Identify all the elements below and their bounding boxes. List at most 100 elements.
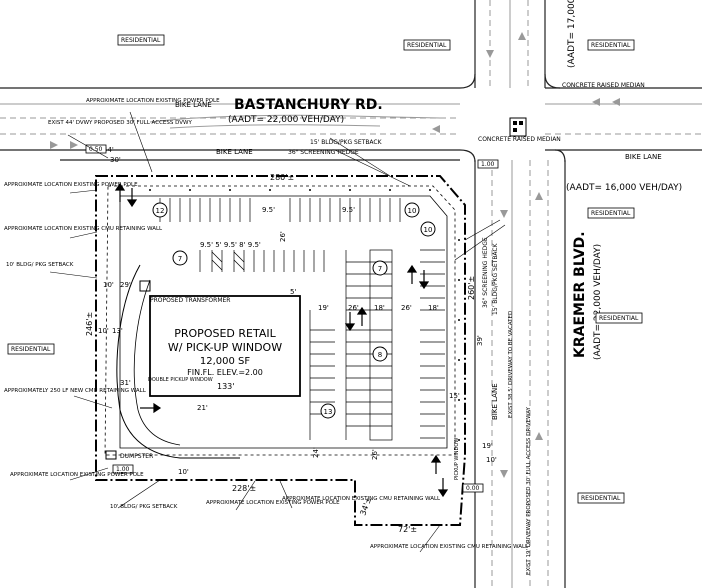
dimensions: 280'± 228'± 246'± 260'± 72'± 34'± 133' 4… [85, 146, 497, 534]
dim: 26' [348, 304, 359, 312]
bike-lane-label: BIKE LANE [175, 101, 212, 109]
site-boundary [95, 175, 466, 526]
svg-text:1.00: 1.00 [116, 466, 130, 473]
bastanchury-road [0, 87, 702, 161]
accessible-stall-stripes [211, 251, 245, 271]
bike-lane-label: BIKE LANE [216, 148, 253, 156]
svg-text:APPROXIMATE LOCATION EXISTING: APPROXIMATE LOCATION EXISTING CMU RETAIN… [4, 226, 163, 232]
dumpster-label: DUMPSTER [120, 453, 153, 460]
intersection-signal [509, 117, 527, 137]
building-label-2: W/ PICK-UP WINDOW [168, 341, 282, 354]
bastanchury-east-aadt: (AADT= 16,000 VEH/DAY) [566, 183, 682, 193]
callout-leaders [49, 111, 506, 553]
dim: 10' [486, 456, 497, 464]
dim: 18' [374, 304, 385, 312]
svg-text:APPROXIMATE LOCATION EXISTING: APPROXIMATE LOCATION EXISTING POWER POLE [206, 500, 340, 506]
callout-labels: APPROXIMATE LOCATION EXISTING POWER POLE… [4, 98, 532, 575]
dim: 39' [476, 335, 484, 346]
svg-text:RESIDENTIAL: RESIDENTIAL [11, 346, 51, 353]
elevation-markers: 0.50 1.00 1.00 0.00 [85, 144, 499, 493]
kraemer-aadt: (AADT= 22,000 VEH/DAY) [593, 244, 603, 360]
svg-text:10' BLDG/ PKG SETBACK: 10' BLDG/ PKG SETBACK [6, 262, 74, 268]
svg-text:36" SCREENING HEDGE: 36" SCREENING HEDGE [482, 237, 489, 308]
pickup-window-label: DOUBLE PICKUP WINDOW [148, 377, 213, 383]
kraemer-blvd-name: KRAEMER BLVD. [572, 231, 588, 358]
svg-text:15' BLDG/PKG SETBACK: 15' BLDG/PKG SETBACK [310, 139, 383, 146]
svg-text:APPROXIMATE LOCATION EXISTING: APPROXIMATE LOCATION EXISTING CMU RETAIN… [282, 496, 441, 502]
svg-text:RESIDENTIAL: RESIDENTIAL [407, 42, 447, 49]
building-label-1: PROPOSED RETAIL [174, 327, 276, 340]
median-label: CONCRETE RAISED MEDIAN [478, 136, 561, 143]
dim: 13' [112, 327, 123, 335]
svg-text:APPROXIMATE LOCATION EXISTING: APPROXIMATE LOCATION EXISTING POWER POLE [10, 472, 144, 478]
stall-count: 10 [408, 207, 417, 215]
transformer-label: PROPOSED TRANSFORMER [150, 297, 230, 304]
dim-left: 246'± [85, 312, 94, 336]
bastanchury-road-name: BASTANCHURY RD. [234, 97, 383, 113]
dim: 10' [103, 281, 114, 289]
dim: 29' [120, 281, 131, 289]
dim: 19' [482, 442, 493, 450]
svg-text:36" SCREENING HEDGE: 36" SCREENING HEDGE [288, 149, 359, 156]
bastanchury-aadt: (AADT= 22,000 VEH/DAY) [228, 115, 344, 125]
dim: 44' [103, 146, 114, 154]
parking-stalls-right [420, 249, 445, 439]
building-label-4: FIN.FL. ELEV.=2.00 [187, 368, 263, 377]
dim: 19' [318, 304, 329, 312]
kraemer-north-aadt: (AADT= 17,000 [567, 0, 577, 68]
median-label: CONCRETE RAISED MEDIAN [562, 82, 645, 89]
svg-text:0.00: 0.00 [466, 485, 480, 492]
dim: 9.5' 5' 9.5' 8' 9.5' [200, 241, 261, 249]
stall-count: 7 [378, 265, 382, 273]
stall-count: 13 [324, 408, 333, 416]
svg-text:EXIST 19' DRIVEWAY PROPOSED 30: EXIST 19' DRIVEWAY PROPOSED 30' FULL ACC… [526, 406, 532, 575]
kraemer-blvd [459, 0, 566, 588]
svg-text:RESIDENTIAL: RESIDENTIAL [591, 210, 631, 217]
svg-text:EXIST 44' DVWY PROPOSED 30' FU: EXIST 44' DVWY PROPOSED 30' FULL ACCESS … [48, 120, 192, 126]
lane-arrows [50, 32, 620, 478]
stall-counts: 12 10 7 10 7 8 13 [152, 202, 436, 419]
dim: 21' [197, 404, 208, 412]
dim: 10' [98, 327, 109, 335]
dim: 18' [428, 304, 439, 312]
svg-text:15' BLDG/PKG SETBACK: 15' BLDG/PKG SETBACK [492, 242, 499, 315]
residential-zones: RESIDENTIAL RESIDENTIAL RESIDENTIAL RESI… [7, 34, 643, 504]
bike-lane-label: BIKE LANE [491, 383, 499, 420]
svg-text:APPROXIMATE LOCATION EXISTING: APPROXIMATE LOCATION EXISTING CMU RETAIN… [370, 544, 529, 550]
svg-text:APPROXIMATELY 250 LF NEW CMU R: APPROXIMATELY 250 LF NEW CMU RETAINING W… [4, 388, 147, 394]
parking-stalls-center [309, 249, 393, 441]
dim: 15' [449, 392, 460, 400]
svg-text:RESIDENTIAL: RESIDENTIAL [599, 315, 639, 322]
dim-bottom: 228'± [232, 484, 256, 493]
dim: 9.5' [262, 206, 275, 214]
parking-stalls-top [159, 198, 401, 222]
svg-text:RESIDENTIAL: RESIDENTIAL [591, 42, 631, 49]
dim: 30' [110, 156, 121, 164]
dim-top: 280'± [270, 173, 294, 182]
screening-hedge [149, 189, 460, 441]
pickup-window-label: PICKUP WINDOW [454, 438, 460, 480]
stall-count: 12 [156, 207, 165, 215]
svg-text:10' BLDG/ PKG SETBACK: 10' BLDG/ PKG SETBACK [110, 504, 178, 510]
transformer [139, 280, 151, 292]
svg-text:APPROXIMATE LOCATION EXISTING: APPROXIMATE LOCATION EXISTING POWER POLE [86, 98, 220, 104]
svg-text:1.00: 1.00 [481, 161, 495, 168]
svg-text:APPROXIMATE LOCATION EXISTING: APPROXIMATE LOCATION EXISTING POWER POLE [4, 182, 138, 188]
dim: 26' [371, 449, 379, 460]
svg-text:RESIDENTIAL: RESIDENTIAL [581, 495, 621, 502]
bike-lane-label: BIKE LANE [625, 153, 662, 161]
traffic-arrows [114, 182, 449, 498]
stall-count: 10 [424, 226, 433, 234]
dim: 31' [120, 379, 131, 387]
svg-text:EXIST 38.5' DRIVEWAY TO BE VAC: EXIST 38.5' DRIVEWAY TO BE VACATED [508, 311, 514, 418]
dim: 24' [312, 447, 320, 458]
dim-right: 260'± [467, 276, 476, 300]
dim-bottom-right: 72'± [398, 525, 417, 534]
dim-building: 133' [217, 382, 234, 391]
building: PROPOSED RETAIL W/ PICK-UP WINDOW 12,000… [149, 295, 301, 397]
svg-text:0.50: 0.50 [89, 146, 103, 153]
svg-text:RESIDENTIAL: RESIDENTIAL [121, 37, 161, 44]
dim: 26' [279, 231, 287, 242]
drive-thru-lane [116, 264, 240, 459]
